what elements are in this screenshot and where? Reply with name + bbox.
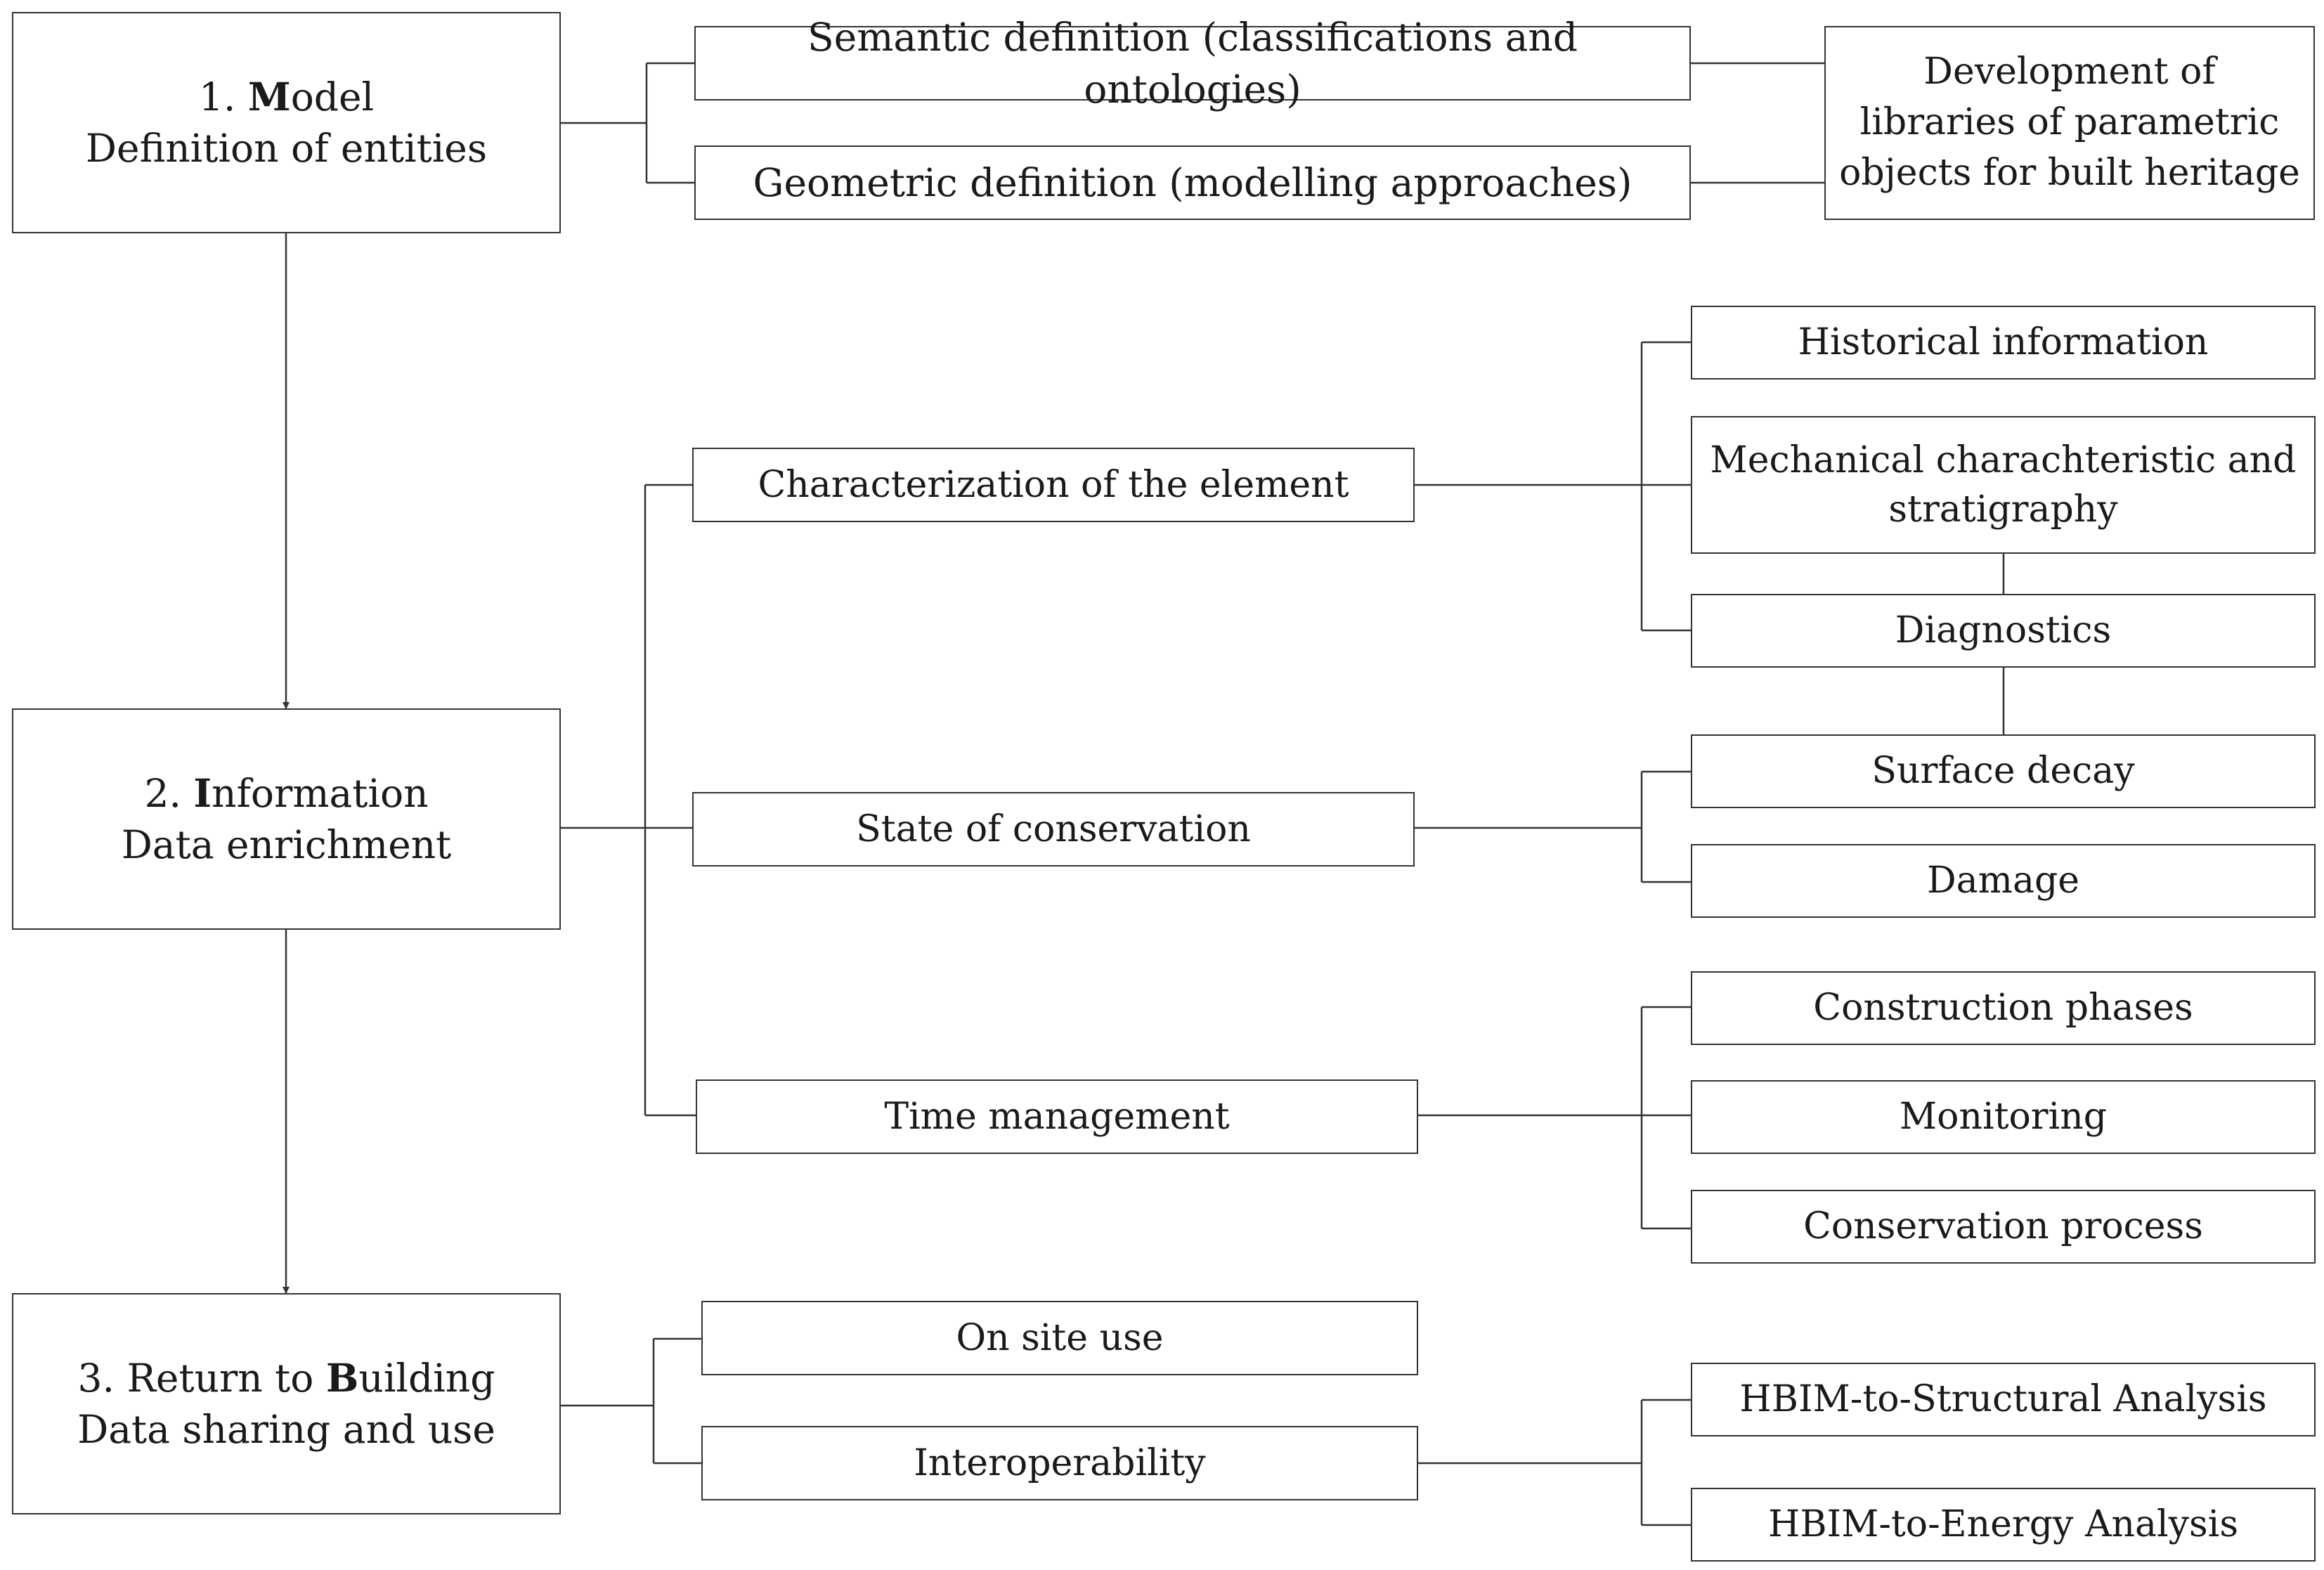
diagnostics-box: Diagnostics: [1691, 594, 2316, 668]
historical-information-box: Historical information: [1691, 306, 2316, 379]
stage-information-box: 2. Information Data enrichment: [12, 708, 561, 930]
stage-model-title: 1. Model: [198, 73, 375, 119]
stage-model-box: 1. Model Definition of entities: [12, 12, 561, 233]
stage-information-subtitle: Data enrichment: [121, 822, 452, 867]
stage-building-box: 3. Return to Building Data sharing and u…: [12, 1293, 561, 1514]
hbim-energy-analysis-box: HBIM-to-Energy Analysis: [1691, 1488, 2316, 1562]
characterization-box: Characterization of the element: [692, 448, 1415, 522]
conservation-process-box: Conservation process: [1691, 1190, 2316, 1264]
stage-information-title: 2. Information: [144, 770, 429, 816]
interoperability-box: Interoperability: [701, 1426, 1418, 1500]
geometric-definition-box: Geometric definition (modelling approach…: [694, 145, 1691, 220]
semantic-definition-box: Semantic definition (classifications and…: [694, 15, 1691, 112]
construction-phases-box: Construction phases: [1691, 971, 2316, 1045]
on-site-use-box: On site use: [701, 1301, 1418, 1375]
hbim-structural-analysis-box: HBIM-to-Structural Analysis: [1691, 1363, 2316, 1436]
surface-decay-box: Surface decay: [1691, 734, 2316, 808]
time-management-box: Time management: [696, 1079, 1418, 1154]
stage-building-title: 3. Return to Building: [77, 1354, 495, 1401]
mechanical-stratigraphy-box: Mechanical charachteristic and stratigra…: [1691, 416, 2316, 554]
monitoring-box: Monitoring: [1691, 1080, 2316, 1154]
damage-box: Damage: [1691, 844, 2316, 918]
stage-building-subtitle: Data sharing and use: [77, 1406, 495, 1452]
parametric-libraries-box: Development of libraries of parametric o…: [1824, 26, 2315, 220]
stage-model-subtitle: Definition of entities: [85, 125, 488, 171]
state-of-conservation-box: State of conservation: [692, 792, 1415, 867]
